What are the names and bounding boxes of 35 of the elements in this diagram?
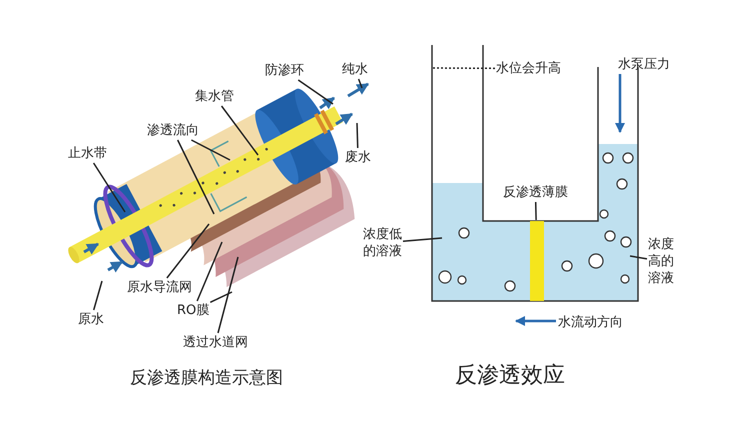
diagram-caption: 反渗透膜构造示意图 [130,367,283,389]
leader-line [534,202,537,220]
callout-label: 原水 [78,311,104,328]
callout-label: 透过水道网 [183,334,248,351]
callout-label: 废水 [345,149,371,166]
leader-line [93,280,103,310]
leader-line [166,224,210,278]
callout-label: 纯水 [342,61,368,78]
annotation-label: 水泵压力 [618,56,670,73]
leader-line [356,122,358,148]
leader-line [432,67,495,70]
leader-line [177,140,215,214]
callout-label: 浓度低的溶液 [360,226,402,260]
callout-label: 防渗环 [265,62,304,79]
annotation-label: 水流动方向 [558,314,623,331]
callout-label: 集水管 [195,88,234,105]
callout-label: 浓度高的溶液 [648,236,676,287]
leader-line [358,78,363,88]
diagram-caption: 反渗透效应 [455,362,565,390]
leader-line [196,242,223,302]
callout-label: 原水导流网 [127,279,192,296]
callout-label: 止水带 [68,145,107,162]
leader-line [92,162,126,212]
leader-line [220,106,259,156]
leader-line [191,139,230,161]
membrane-bar [530,221,544,301]
leader-line [630,255,648,260]
leader-line [298,79,334,105]
leader-line [217,256,239,334]
callout-label: 反渗透薄膜 [503,184,568,201]
callout-label: 水位会升高 [496,60,561,77]
leader-line [210,291,232,304]
callout-label: 渗透流向 [147,122,199,139]
callout-label: RO膜 [177,302,210,319]
leader-line [402,237,442,242]
